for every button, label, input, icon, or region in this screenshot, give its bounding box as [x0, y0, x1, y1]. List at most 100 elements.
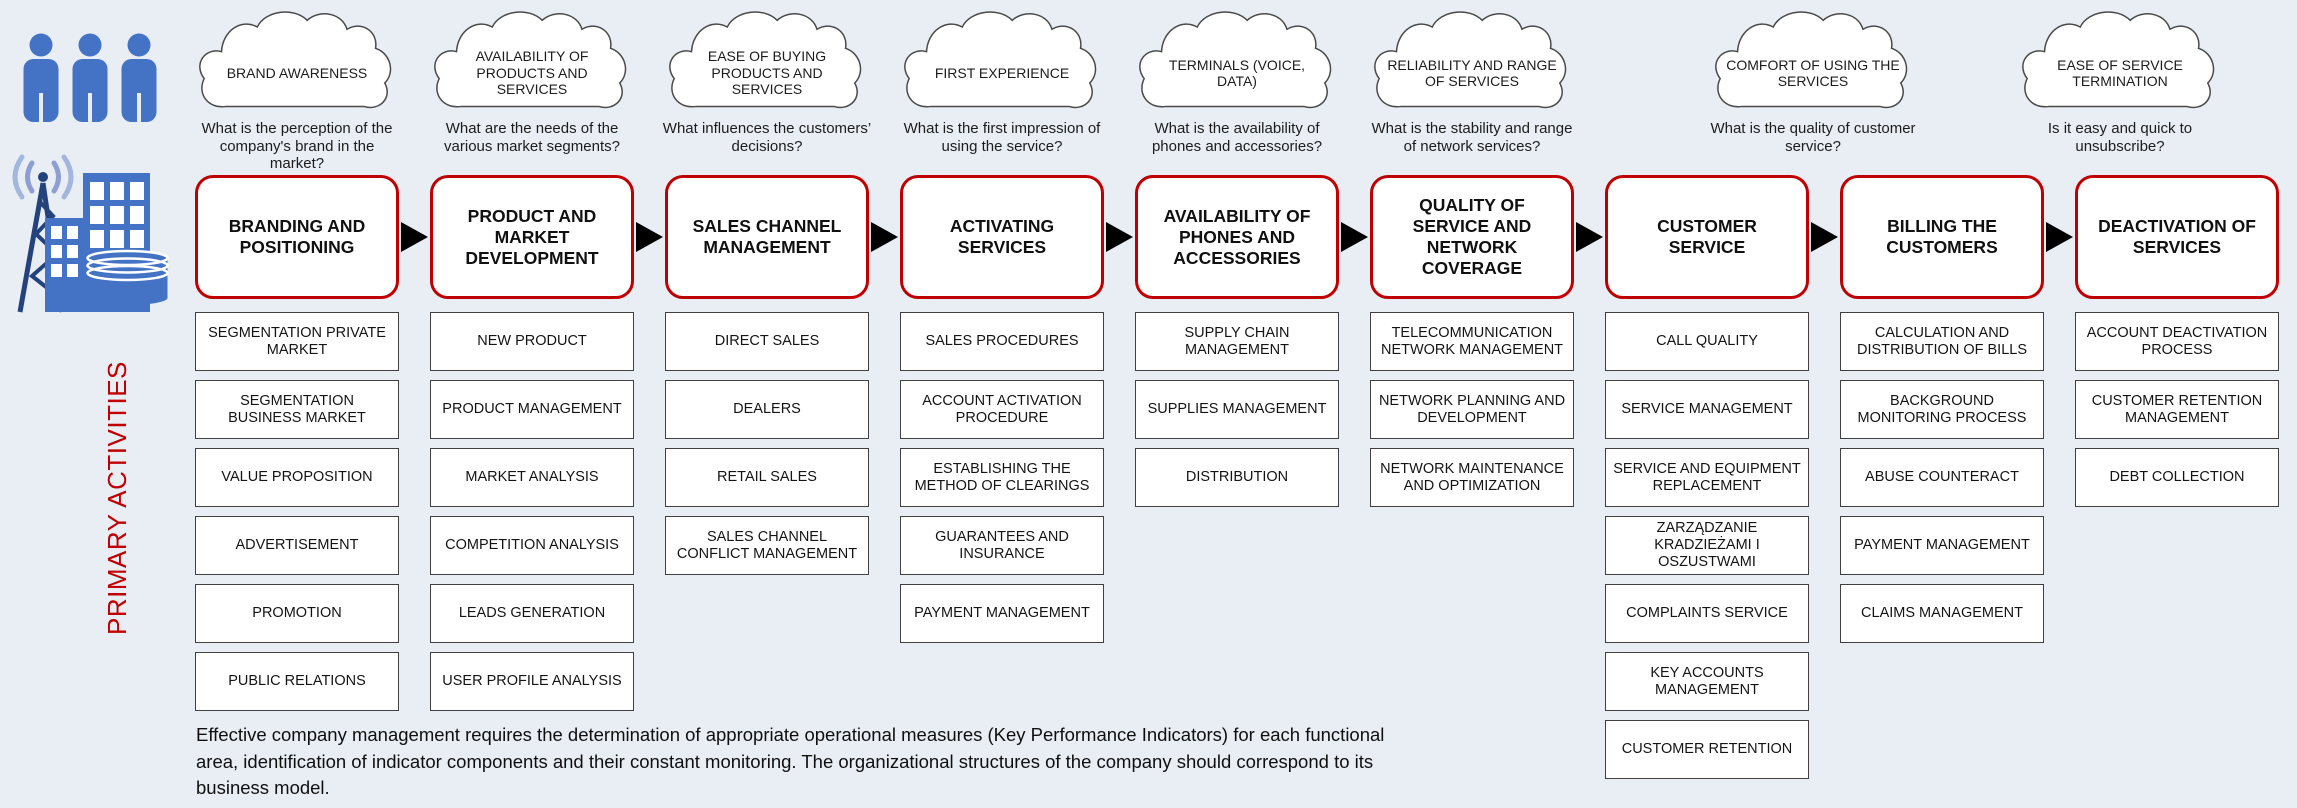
flow-arrow-icon [1341, 222, 1368, 252]
activity-box: PRODUCT MANAGEMENT [430, 380, 634, 439]
process-column: COMFORT OF USING THE SERVICES What is th… [1605, 0, 1916, 779]
flow-arrow-icon [1811, 222, 1838, 252]
activity-box: ABUSE COUNTERACT [1840, 448, 2044, 507]
activity-box: PAYMENT MANAGEMENT [900, 584, 1104, 643]
process-box: AVAILABILITY OF PHONES AND ACCESSORIES [1135, 175, 1339, 299]
activity-box: MARKET ANALYSIS [430, 448, 634, 507]
activity-box: CLAIMS MANAGEMENT [1840, 584, 2044, 643]
activity-box: SALES CHANNEL CONFLICT MANAGEMENT [665, 516, 869, 575]
cloud-icon [1370, 8, 1574, 120]
cloud-label: COMFORT OF USING THE SERVICES [1726, 56, 1900, 90]
activity-box: CUSTOMER RETENTION MANAGEMENT [2075, 380, 2279, 439]
process-box: SALES CHANNEL MANAGEMENT [665, 175, 869, 299]
cloud-area: BRAND AWARENESS [195, 8, 399, 120]
process-column: BRAND AWARENESS What is the perception o… [195, 0, 428, 779]
process-column: EASE OF BUYING PRODUCTS AND SERVICES Wha… [663, 0, 898, 779]
activity-box: ACCOUNT DEACTIVATION PROCESS [2075, 312, 2279, 371]
cloud-label: TERMINALS (VOICE, DATA) [1168, 56, 1306, 90]
footer-line: area, identification of indicator compon… [196, 750, 1374, 772]
activity-box: DIRECT SALES [665, 312, 869, 371]
activity-list: ACCOUNT DEACTIVATION PROCESS CUSTOMER RE… [2075, 312, 2279, 507]
activity-box: PUBLIC RELATIONS [195, 652, 399, 711]
customer-question: What is the availability of phones and a… [1151, 120, 1323, 155]
activity-box: COMPLAINTS SERVICE [1605, 584, 1809, 643]
activity-list: DIRECT SALES DEALERS RETAIL SALES SALES … [665, 312, 869, 575]
activity-box: TELECOMMUNICATION NETWORK MANAGEMENT [1370, 312, 1574, 371]
customer-question: What is the stability and range of netwo… [1371, 120, 1573, 155]
process-column: RELIABILITY AND RANGE OF SERVICES What i… [1370, 0, 1603, 779]
activity-list: CALCULATION AND DISTRIBUTION OF BILLS BA… [1840, 312, 2044, 643]
customer-question: What is the perception of the company's … [201, 120, 393, 172]
cloud-icon [1711, 8, 1915, 120]
cloud-label: EASE OF BUYING PRODUCTS AND SERVICES [707, 48, 827, 98]
activity-box: NETWORK MAINTENANCE AND OPTIMIZATION [1370, 448, 1574, 507]
cloud-label: BRAND AWARENESS [226, 64, 368, 81]
activity-box: COMPETITION ANALYSIS [430, 516, 634, 575]
cloud-area: EASE OF SERVICE TERMINATION [2018, 8, 2222, 120]
activity-box: CUSTOMER RETENTION [1605, 720, 1809, 779]
activity-box: DEALERS [665, 380, 869, 439]
cloud-icon [665, 8, 869, 120]
process-column: TERMINALS (VOICE, DATA) What is the avai… [1135, 0, 1368, 779]
cloud-icon [195, 8, 399, 120]
activity-box: RETAIL SALES [665, 448, 869, 507]
cloud-icon [2018, 8, 2222, 120]
cloud-label: AVAILABILITY OF PRODUCTS AND SERVICES [475, 48, 589, 98]
activity-box: VALUE PROPOSITION [195, 448, 399, 507]
activity-box: DISTRIBUTION [1135, 448, 1339, 507]
activity-box: SEGMENTATION PRIVATE MARKET [195, 312, 399, 371]
activity-box: SUPPLY CHAIN MANAGEMENT [1135, 312, 1339, 371]
customer-question: Is it easy and quick to unsubscribe? [2047, 120, 2193, 155]
activity-box: SALES PROCEDURES [900, 312, 1104, 371]
activity-box: NEW PRODUCT [430, 312, 634, 371]
process-column: AVAILABILITY OF PRODUCTS AND SERVICES Wh… [430, 0, 663, 779]
activity-box: PROMOTION [195, 584, 399, 643]
process-column: EASE OF SERVICE TERMINATION Is it easy a… [2075, 0, 2279, 779]
cloud-area: COMFORT OF USING THE SERVICES [1711, 8, 1915, 120]
activity-box: GUARANTEES AND INSURANCE [900, 516, 1104, 575]
cloud-area: FIRST EXPERIENCE [900, 8, 1104, 120]
customers-icon [23, 33, 157, 122]
process-box: PRODUCT AND MARKET DEVELOPMENT [430, 175, 634, 299]
cloud-label: RELIABILITY AND RANGE OF SERVICES [1387, 56, 1557, 90]
cloud-icon [1135, 8, 1339, 120]
cloud-area: AVAILABILITY OF PRODUCTS AND SERVICES [430, 8, 634, 120]
process-column: BILLING THE CUSTOMERS CALCULATION AND DI… [1840, 0, 2073, 779]
flow-arrow-icon [1106, 222, 1133, 252]
flow-arrow-icon [2046, 222, 2073, 252]
activity-box: CALCULATION AND DISTRIBUTION OF BILLS [1840, 312, 2044, 371]
flow-arrow-icon [1576, 222, 1603, 252]
flow-arrow-icon [636, 222, 663, 252]
activity-box: SUPPLIES MANAGEMENT [1135, 380, 1339, 439]
cloud-area: EASE OF BUYING PRODUCTS AND SERVICES [665, 8, 869, 120]
process-box: DEACTIVATION OF SERVICES [2075, 175, 2279, 299]
activity-list: SALES PROCEDURES ACCOUNT ACTIVATION PROC… [900, 312, 1104, 643]
cloud-icon [430, 8, 634, 120]
activity-box: ZARZĄDZANIE KRADZIEŻAMI I OSZUSTWAMI [1605, 516, 1809, 575]
activity-list: TELECOMMUNICATION NETWORK MANAGEMENT NET… [1370, 312, 1574, 507]
process-box: BILLING THE CUSTOMERS [1840, 175, 2044, 299]
activity-box: ESTABLISHING THE METHOD OF CLEARINGS [900, 448, 1104, 507]
footer-note: Effective company management requires th… [196, 722, 1384, 802]
cloud-label: EASE OF SERVICE TERMINATION [2057, 56, 2183, 90]
cloud-area: RELIABILITY AND RANGE OF SERVICES [1370, 8, 1574, 120]
process-box: BRANDING AND POSITIONING [195, 175, 399, 299]
cloud-icon [900, 8, 1104, 120]
cloud-area: TERMINALS (VOICE, DATA) [1135, 8, 1339, 120]
footer-line: Effective company management requires th… [196, 724, 1385, 745]
process-box: ACTIVATING SERVICES [900, 175, 1104, 299]
cloud-area-empty [1840, 8, 2044, 120]
activity-list: CALL QUALITY SERVICE MANAGEMENT SERVICE … [1605, 312, 1809, 779]
process-box: QUALITY OF SERVICE AND NETWORK COVERAGE [1370, 175, 1574, 299]
primary-activities-label: PRIMARY ACTIVITIES [102, 361, 132, 635]
activity-box: SERVICE AND EQUIPMENT REPLACEMENT [1605, 448, 1809, 507]
activity-box: BACKGROUND MONITORING PROCESS [1840, 380, 2044, 439]
flow-arrow-icon [871, 222, 898, 252]
customer-question: What are the needs of the various market… [444, 120, 620, 155]
activity-list: NEW PRODUCT PRODUCT MANAGEMENT MARKET AN… [430, 312, 634, 711]
activity-box: SEGMENTATION BUSINESS MARKET [195, 380, 399, 439]
activity-box: LEADS GENERATION [430, 584, 634, 643]
activity-box: CALL QUALITY [1605, 312, 1809, 371]
customer-question: What influences the customers’ decisions… [662, 120, 872, 155]
